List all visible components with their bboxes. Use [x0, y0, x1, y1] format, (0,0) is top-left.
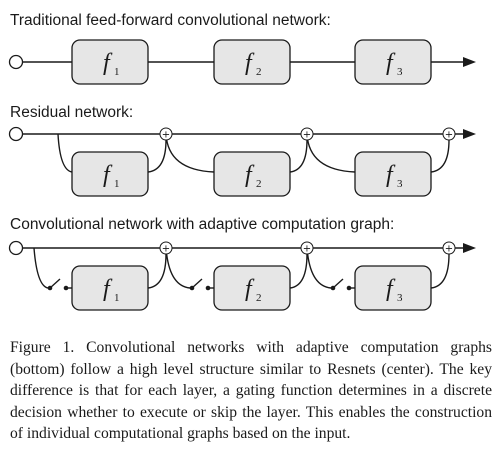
hollow-circle-icon — [8, 240, 24, 256]
plus-symbol: + — [162, 130, 170, 141]
layer-label: f — [386, 276, 396, 302]
layer-label: f — [103, 50, 113, 76]
arrowhead-icon — [463, 129, 476, 139]
layer-subscript: 2 — [256, 66, 262, 78]
layer-subscript: 2 — [256, 292, 262, 304]
layer-box — [71, 151, 149, 197]
plus-symbol: + — [303, 130, 311, 141]
branch-in — [165, 133, 215, 173]
layer-label: f — [386, 50, 396, 76]
layer-label: f — [245, 50, 255, 76]
layer-label: f — [245, 162, 255, 188]
circled-plus-icon — [159, 241, 173, 255]
branch-out — [430, 139, 450, 173]
layer-subscript: 1 — [114, 178, 120, 190]
branch-out — [289, 253, 308, 289]
circled-plus-icon — [300, 241, 314, 255]
layer-subscript: 3 — [397, 178, 403, 190]
branch-out — [289, 139, 308, 173]
circled-plus-icon — [159, 127, 173, 141]
branch-out — [430, 253, 450, 289]
layer-box — [354, 265, 432, 311]
section-title: Residual network: — [10, 104, 133, 121]
layer-box — [213, 265, 291, 311]
layer-box — [354, 39, 432, 85]
switch-icon — [49, 278, 61, 289]
circled-plus-icon — [300, 127, 314, 141]
section-title: Convolutional network with adaptive comp… — [10, 216, 394, 233]
switch-icon — [191, 278, 203, 289]
layer-subscript: 3 — [397, 66, 403, 78]
layer-label: f — [245, 276, 255, 302]
layer-subscript: 1 — [114, 292, 120, 304]
layer-box — [354, 151, 432, 197]
layer-box — [213, 39, 291, 85]
arrowhead-icon — [463, 57, 476, 67]
plus-symbol: + — [445, 244, 453, 255]
figure-caption: Figure 1. Convolutional networks with ad… — [10, 339, 492, 442]
branch-out — [147, 253, 167, 289]
plus-symbol: + — [162, 244, 170, 255]
plus-symbol: + — [445, 130, 453, 141]
circled-plus-icon — [442, 127, 456, 141]
branch-out — [147, 139, 167, 173]
network-diagram: Traditional feed-forward convolutional n… — [8, 12, 476, 311]
gate-wire — [33, 247, 49, 289]
layer-subscript: 1 — [114, 66, 120, 78]
switch-icon — [332, 278, 344, 289]
branch-in — [57, 133, 73, 173]
hollow-circle-icon — [8, 54, 24, 70]
layer-box — [71, 39, 149, 85]
layer-box — [71, 265, 149, 311]
layer-subscript: 3 — [397, 292, 403, 304]
arrowhead-icon — [463, 243, 476, 253]
section-title: Traditional feed-forward convolutional n… — [10, 12, 331, 29]
layer-label: f — [386, 162, 396, 188]
circled-plus-icon — [442, 241, 456, 255]
layer-subscript: 2 — [256, 178, 262, 190]
layer-box — [213, 151, 291, 197]
branch-in — [306, 133, 356, 173]
plus-symbol: + — [303, 244, 311, 255]
layer-label: f — [103, 276, 113, 302]
hollow-circle-icon — [8, 126, 24, 142]
layer-label: f — [103, 162, 113, 188]
